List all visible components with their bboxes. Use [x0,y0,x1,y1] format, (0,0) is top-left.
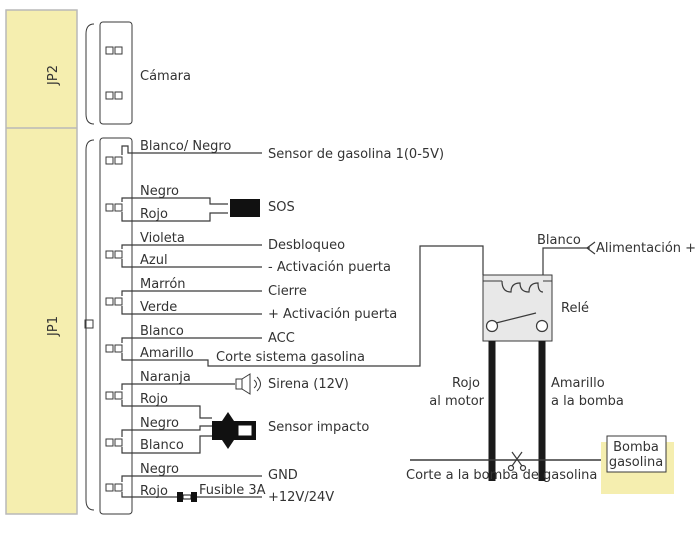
dest-activacion-puerta-pos: + Activación puerta [268,307,397,322]
sos-button-icon [230,199,260,217]
bomba-label-2: gasolina [609,455,663,470]
rojo-label: Rojo [452,376,480,391]
jp2-bracket [85,23,95,125]
camara-label: Cámara [140,69,191,84]
wire-violeta [121,244,262,249]
wire-label-amarillo-1: Amarillo [140,346,194,361]
wire-label-rojo-3: Rojo [140,484,168,499]
wire-rojo-2 [121,400,212,419]
wire-label-rojo-2: Rojo [140,392,168,407]
dest-acc: ACC [268,331,295,346]
alimentacion-label: Alimentación + [596,241,696,256]
scissors-icon [507,451,527,472]
relay-icon [482,274,553,342]
fuse-label: Fusible 3A [199,483,266,498]
wire-label-negro-3: Negro [140,462,179,477]
wire-label-blanco-2: Blanco [140,438,184,453]
wire-negro-gnd [121,475,262,482]
jp1-plug [99,137,133,515]
jp2-pins [105,46,123,100]
jp1-pins [105,156,123,492]
dest-desbloqueo: Desbloqueo [268,238,345,253]
wire-label-blanco-1: Blanco [140,324,184,339]
arrow-alimentacion-icon [586,241,596,255]
dest-12v-24v: +12V/24V [268,490,334,505]
bomba-label-1: Bomba [613,440,659,455]
dest-corte-sistema-gasolina: Corte sistema gasolina [216,350,365,365]
jp2-plug [99,21,133,125]
dest-gnd: GND [268,468,298,483]
wire-label-negro-1: Negro [140,184,179,199]
amarillo-label: Amarillo [551,376,605,391]
corte-bomba-label: Corte a la bomba de gasolina [406,468,597,483]
wire-label-marron: Marrón [140,277,186,292]
wire-blanco-impacto [121,435,212,454]
wire-label-naranja: Naranja [140,370,191,385]
fuse-icon [177,492,197,502]
wire-blanco-acc [121,337,262,343]
wire-amarillo-corte [121,245,484,367]
a-la-bomba-label: a la bomba [551,394,624,409]
wire-alimentacion [542,247,590,275]
wire-rojo-sos [121,212,228,222]
jp2-label: JP2 [46,65,61,86]
wire-label-blanco-negro: Blanco/ Negro [140,139,231,154]
relay-blanco-label: Blanco [537,233,581,248]
wire-naranja [121,383,235,390]
dest-sos: SOS [268,200,295,215]
siren-icon [235,373,261,395]
dest-cierre: Cierre [268,284,307,299]
bomba-box [606,435,667,473]
connector-housing [5,9,78,515]
impact-sensor-icon [212,412,256,449]
dest-activacion-puerta-neg: - Activación puerta [268,260,391,275]
wire-label-rojo-1: Rojo [140,207,168,222]
wire-azul [121,259,262,268]
al-motor-label: al motor [429,394,484,409]
wire-label-violeta: Violeta [140,231,185,246]
jp1-latch [84,319,94,329]
wire-label-azul: Azul [140,253,168,268]
dest-sensor-gasolina: Sensor de gasolina 1(0-5V) [268,147,444,162]
wire-blanco-negro [121,145,262,155]
wire-label-negro-2: Negro [140,416,179,431]
wire-rojo-12v [121,492,262,498]
wire-verde [121,306,262,315]
rele-label: Relé [561,301,589,316]
dest-sirena: Sirena (12V) [268,377,349,392]
jp1-label: JP1 [46,316,61,337]
dest-sensor-impacto: Sensor impacto [268,420,369,435]
wire-negro-sos [121,197,228,205]
jp1-bracket [85,139,95,511]
wire-negro-impacto [121,425,212,437]
wire-marron [121,290,262,296]
wire-label-verde: Verde [140,300,177,315]
